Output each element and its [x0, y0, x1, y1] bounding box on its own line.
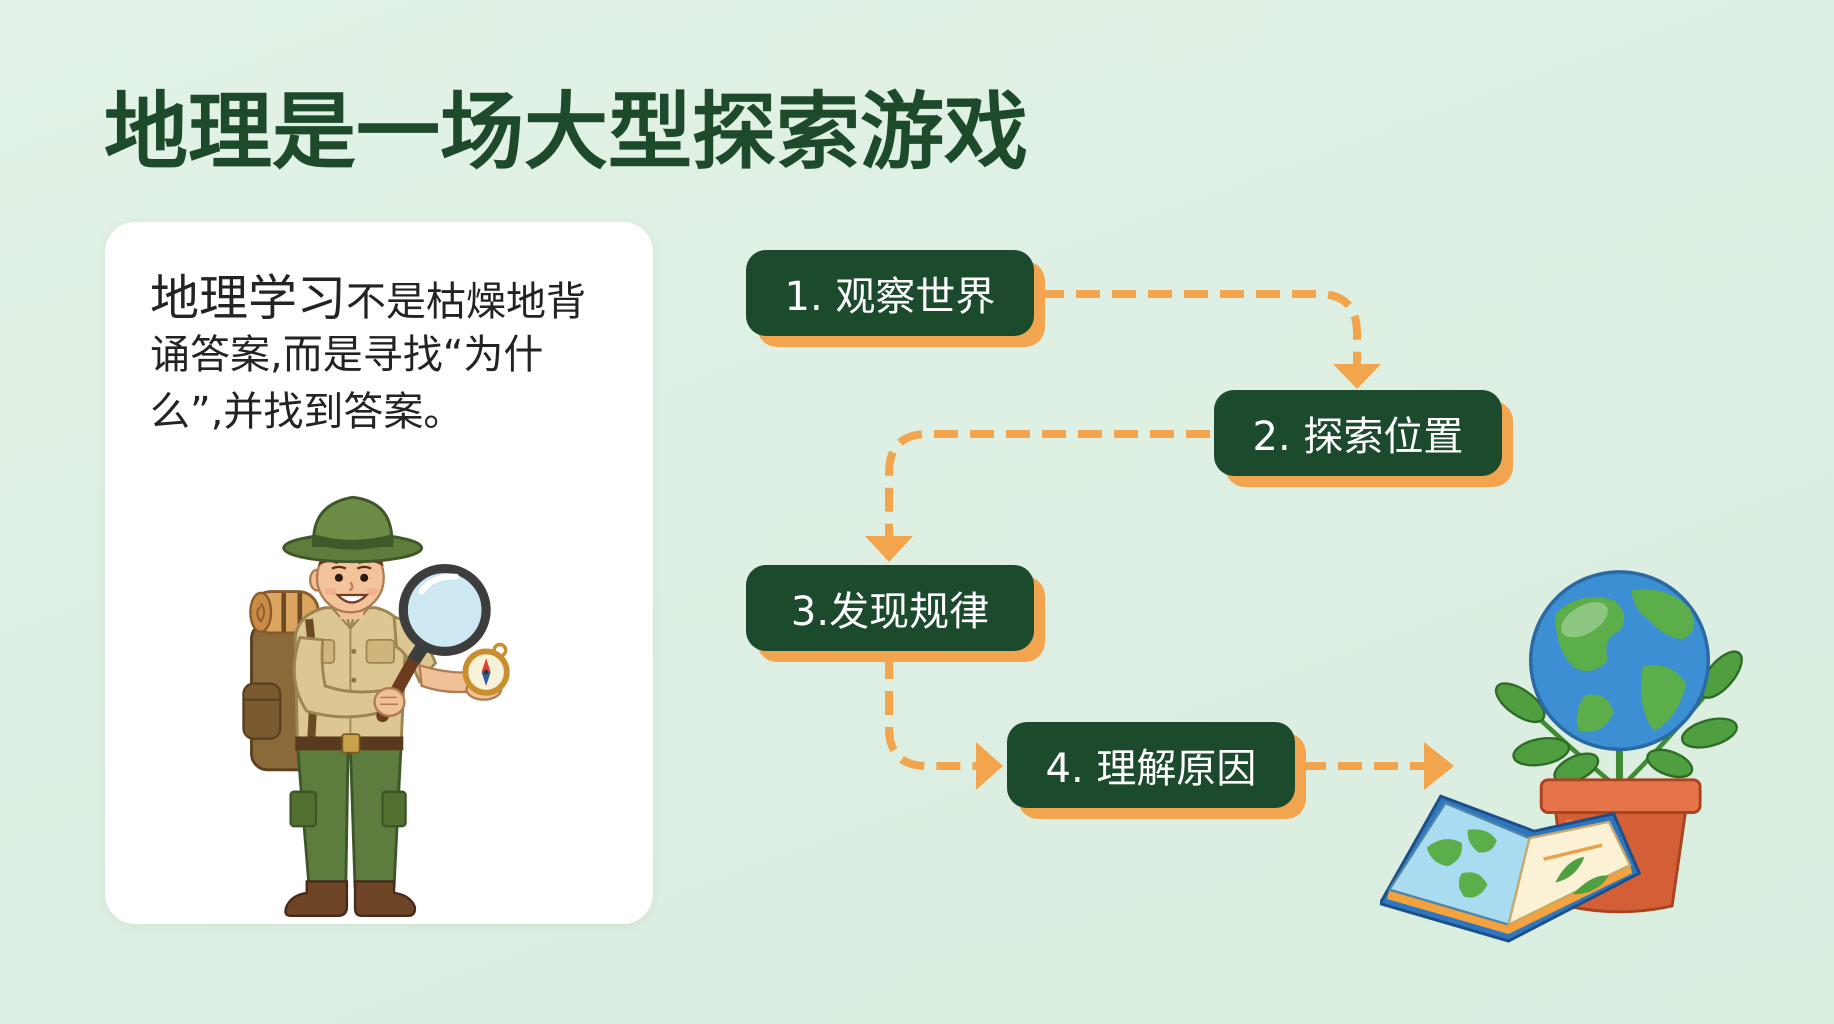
- belt: [295, 733, 404, 754]
- intro-line-3: 么”,并找到答案。: [150, 389, 464, 435]
- globe-icon: [1528, 570, 1711, 752]
- boots: [284, 880, 417, 918]
- explorer-hat: [282, 495, 424, 564]
- explorer-icon: [242, 495, 510, 918]
- arrow-step1-to-step2: [1040, 290, 1361, 368]
- arrow-step3-to-step4: [885, 655, 978, 770]
- arrowhead-down-2: [865, 536, 913, 562]
- arrow-step2-to-step3: [885, 430, 1210, 540]
- plant-leaves: [1494, 650, 1743, 795]
- slide-title: 地理是一场大型探索游戏: [104, 83, 1029, 181]
- intro-line-1: 地理学习不是枯燥地背: [150, 270, 586, 327]
- open-book-icon: [1380, 794, 1642, 943]
- hand-holding-handle: [373, 687, 406, 717]
- step-explore-location: 2. 探索位置: [1214, 390, 1502, 476]
- step-discover-patterns: 3.发现规律: [746, 565, 1034, 651]
- intro-card: 地理学习不是枯燥地背 诵答案,而是寻找“为什 么”,并找到答案。: [105, 222, 653, 924]
- intro-lead: 地理学习: [150, 270, 347, 327]
- step-understand-causes: 4. 理解原因: [1007, 722, 1295, 808]
- globe-plant-illustration: [1380, 570, 1743, 943]
- compass-icon: [462, 642, 510, 696]
- arrowhead-right-3: [976, 742, 1003, 790]
- intro-text: 地理学习不是枯燥地背 诵答案,而是寻找“为什 么”,并找到答案。: [150, 270, 586, 441]
- arrowhead-down-1: [1333, 364, 1381, 389]
- intro-line-1-rest: 不是枯燥地背: [346, 279, 587, 325]
- intro-line-2: 诵答案,而是寻找“为什: [150, 332, 544, 378]
- step-observe-world: 1. 观察世界: [746, 250, 1034, 336]
- arrowhead-right-4: [1424, 742, 1454, 790]
